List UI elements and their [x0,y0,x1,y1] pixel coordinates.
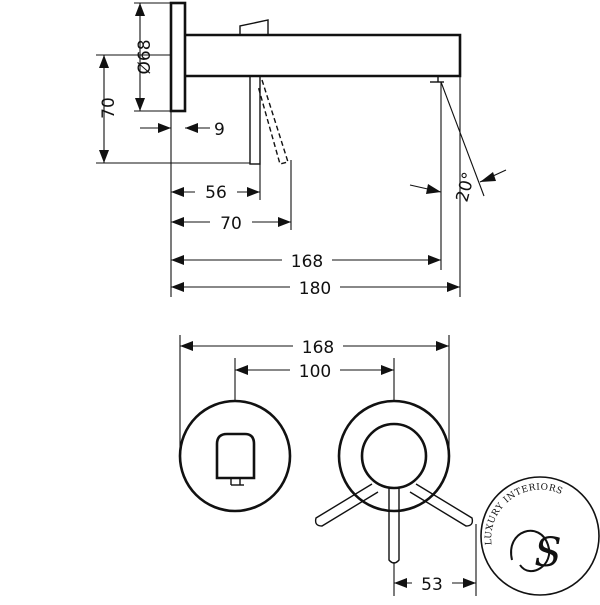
watermark-monogram: S [534,530,561,576]
arrow [428,255,441,265]
spout-rosette [178,399,292,513]
dim-angle-label: 20° [453,170,480,204]
lever-right [409,483,474,527]
arrow [99,55,109,68]
label-bg [290,358,340,378]
dim-gap-label: 9 [214,120,225,140]
watermark-swirl [510,529,551,572]
arrow [185,123,198,133]
lever-top [239,19,269,35]
dim-front-168-label: 168 [302,338,334,358]
spout-body [185,33,462,78]
label-bg [412,571,452,591]
arrow [247,187,260,197]
arrow [381,365,394,375]
lever-vertical [249,75,261,165]
arrow [235,365,248,375]
arrow [171,282,184,292]
arrow [436,341,449,351]
arrow [180,341,193,351]
arrow [480,172,496,182]
arrow [171,187,184,197]
wall-plate [169,1,187,113]
arrow [158,123,171,133]
watermark-logo: LUXURY INTERIORS S [480,476,600,596]
arrow [135,98,145,111]
dim-70-label: 70 [220,214,242,234]
arrow [171,255,184,265]
arrow [447,282,460,292]
arrow [171,217,184,227]
label-bg [195,180,237,200]
lever-left [314,483,379,527]
arrow [394,578,407,588]
dim-front-100-label: 100 [299,362,331,382]
lever-down [388,488,400,564]
dim-front-53-label: 53 [421,575,443,595]
arrow [278,217,291,227]
label-bg [293,334,343,354]
label-bg [290,275,340,295]
arrow [99,150,109,163]
arrow [135,3,145,16]
mixer-cartridge [360,422,428,490]
dim-height-label: 70 [99,97,119,119]
arrow [426,184,441,194]
arrow [463,578,476,588]
dim-180-label: 180 [299,279,331,299]
front-view: 168 100 53 [178,334,477,596]
label-bg [210,210,252,230]
dim-56-label: 56 [205,183,227,203]
dim-168-label: 168 [291,252,323,272]
spout-front [215,432,256,480]
lever-angled [257,79,289,165]
dim-diameter-label: Ø68 [135,39,155,74]
side-view: Ø68 70 9 56 70 [96,1,507,299]
label-bg [282,248,332,268]
watermark-circle [480,476,600,596]
angle-line [440,81,485,197]
